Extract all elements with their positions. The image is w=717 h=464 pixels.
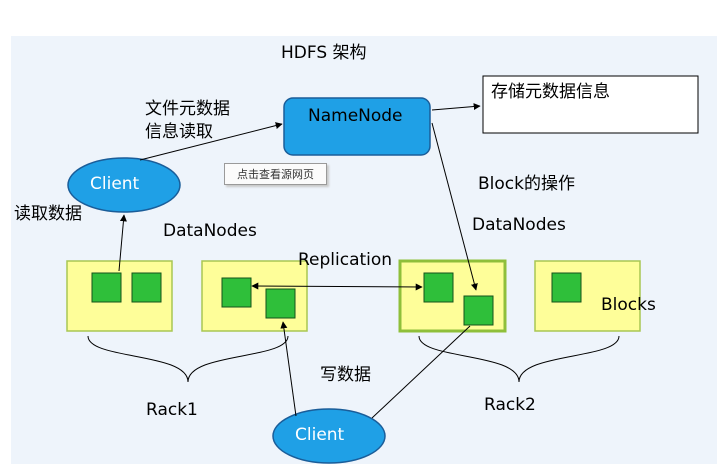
line-client-to-rack2 — [371, 325, 471, 419]
block — [91, 272, 122, 303]
metadata-box — [482, 75, 699, 134]
view-source-tooltip[interactable]: 点击查看源网页 — [224, 163, 327, 185]
metadata-box-label: 存储元数据信息 — [491, 82, 610, 102]
rack1-brace — [87, 335, 289, 383]
block — [463, 295, 494, 326]
arrow-client-to-namenode — [139, 122, 283, 161]
namenode-box — [283, 97, 431, 156]
block — [265, 288, 296, 319]
replication-arrow — [251, 282, 423, 291]
arrow-datanode-to-client — [118, 214, 127, 272]
client-bottom-label: Client — [295, 425, 345, 445]
block — [131, 272, 162, 303]
arrow-client-to-rack1 — [280, 321, 297, 417]
diagram-title: HDFS 架构 — [281, 43, 367, 63]
label-write-data: 写数据 — [320, 365, 371, 385]
block — [221, 277, 252, 308]
label-file-metadata-read-line1: 文件元数据 — [145, 99, 230, 119]
client-bottom-ellipse — [272, 408, 386, 464]
block — [551, 272, 582, 303]
rack2-brace — [418, 335, 620, 383]
block — [423, 272, 454, 303]
label-rack1: Rack1 — [146, 400, 198, 420]
arrow-namenode-to-block — [431, 122, 478, 291]
label-blocks: Blocks — [601, 295, 656, 315]
label-file-metadata-read-line2: 信息读取 — [145, 122, 213, 142]
client-top-label: Client — [90, 174, 140, 194]
label-read-data: 读取数据 — [14, 204, 82, 224]
namenode-label: NameNode — [308, 106, 403, 126]
label-block-ops: Block的操作 — [478, 174, 575, 194]
arrow-namenode-to-metadata — [431, 103, 481, 111]
label-datanodes-right: DataNodes — [472, 215, 566, 235]
client-top-ellipse — [67, 157, 181, 213]
label-datanodes-left: DataNodes — [163, 221, 257, 241]
label-rack2: Rack2 — [484, 395, 536, 415]
label-replication: Replication — [298, 250, 393, 270]
